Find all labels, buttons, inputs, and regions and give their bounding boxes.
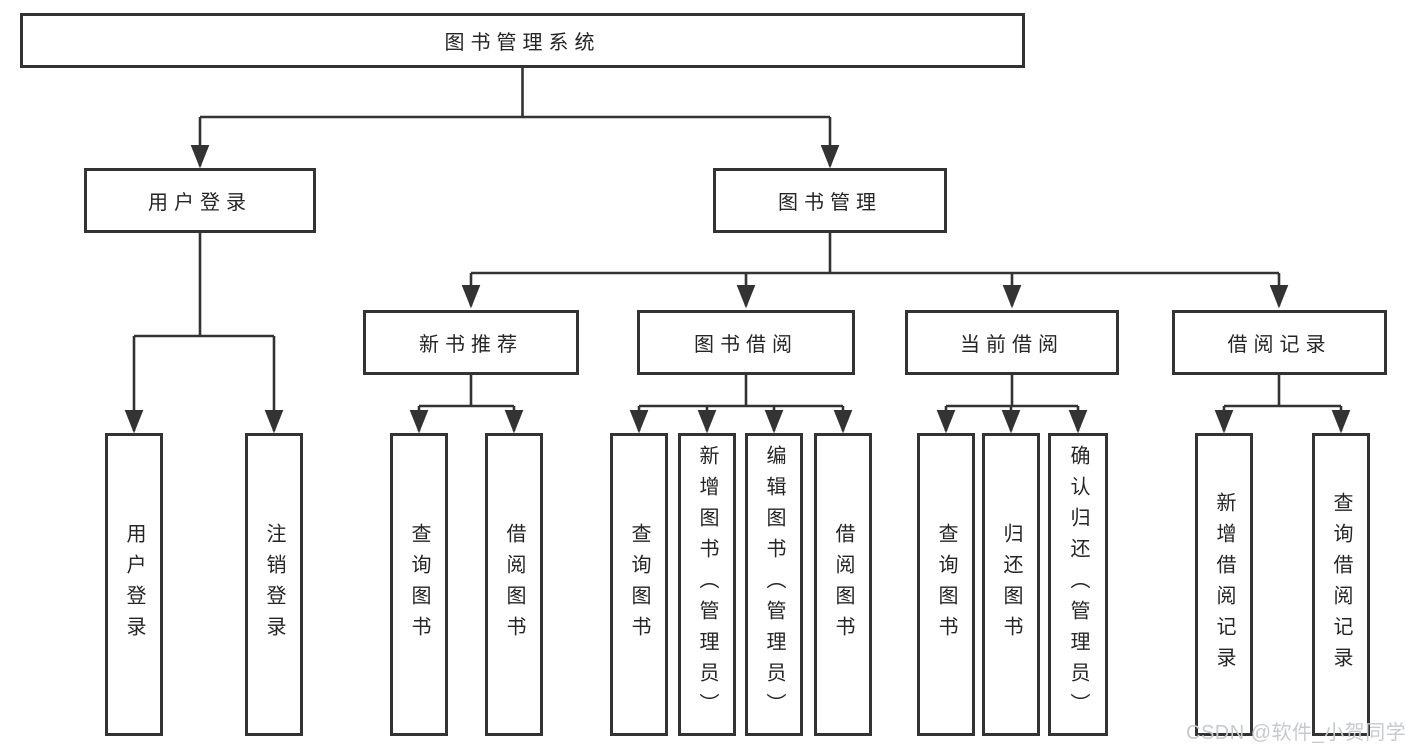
leaf-current-query-books: 查询图书 xyxy=(917,433,975,736)
leaf-edit-book-admin: 编辑图书（管理员） xyxy=(745,433,803,736)
leaf-recommend-borrow-books: 借阅图书 xyxy=(485,433,543,736)
leaf-logout: 注销登录 xyxy=(245,433,303,736)
csdn-watermark: CSDN @软件_小贺同学 xyxy=(1186,722,1405,744)
leaf-recommend-query-books: 查询图书 xyxy=(390,433,448,736)
connector-recommend-children xyxy=(409,375,524,434)
node-current-borrow: 当前借阅 xyxy=(905,310,1119,375)
leaf-add-book-admin: 新增图书（管理员） xyxy=(678,433,736,736)
leaf-user-login: 用户登录 xyxy=(105,433,163,736)
node-new-book-recommend: 新书推荐 xyxy=(363,310,579,375)
connector-user-login-children xyxy=(124,233,284,434)
node-user-login: 用户登录 xyxy=(84,168,316,233)
connector-records-children xyxy=(1214,375,1351,434)
leaf-confirm-return-admin: 确认归还（管理员） xyxy=(1048,433,1108,736)
leaf-return-book: 归还图书 xyxy=(982,433,1040,736)
connector-book-mgmt-children xyxy=(461,233,1289,309)
leaf-add-borrow-record: 新增借阅记录 xyxy=(1195,433,1253,736)
leaf-borrow-books: 借阅图书 xyxy=(814,433,872,736)
node-library-system: 图书管理系统 xyxy=(20,13,1025,68)
connector-borrow-children xyxy=(629,375,853,434)
node-book-management: 图书管理 xyxy=(713,168,947,233)
node-book-borrow: 图书借阅 xyxy=(637,310,855,375)
node-borrow-records: 借阅记录 xyxy=(1172,310,1387,375)
leaf-query-borrow-record: 查询借阅记录 xyxy=(1312,433,1370,736)
connector-root-to-level2 xyxy=(190,68,840,169)
connector-current-children xyxy=(936,375,1088,434)
leaf-borrow-query-books: 查询图书 xyxy=(610,433,668,736)
